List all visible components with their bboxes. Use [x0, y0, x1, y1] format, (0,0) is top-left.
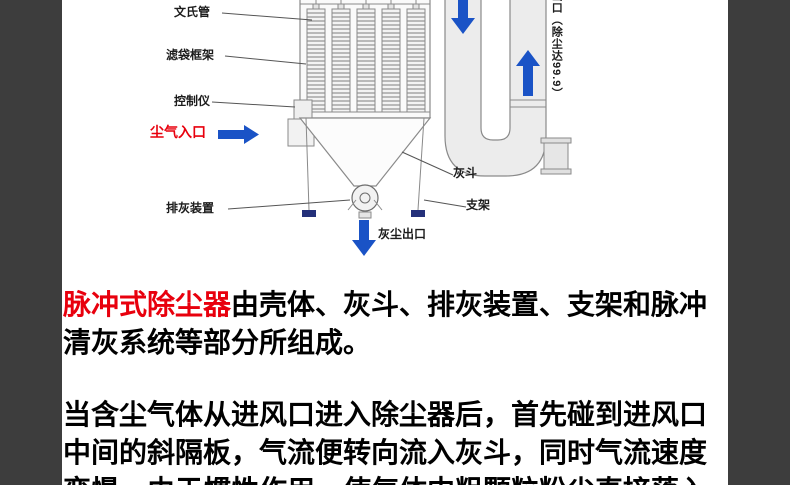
label-dust-gas-inlet: 尘气入口 [150, 124, 206, 140]
leader-lines [211, 12, 467, 210]
inlet-arrow-right [218, 125, 259, 144]
filter-chamber [293, 0, 431, 123]
ash-hopper-shape [298, 117, 432, 187]
airflow-arrows [218, 0, 540, 256]
label-ash-discharge: 排灰装置 [166, 201, 215, 215]
label-dust-outlet: 灰尘出口 [378, 227, 427, 241]
dust-collector-diagram: 文氏管 滤袋框架 控制仪 尘气入口 排灰装置 灰斗 支架 灰尘出口 净气出口（除… [62, 0, 728, 270]
label-clean-air-outlet: 净气出口（除尘达99.9） [550, 0, 563, 100]
composition-text: 由壳体、灰斗、排灰装置、支架和脉冲清灰系统等部分所组成。 [63, 289, 708, 358]
term-pulse-dust-collector: 脉冲式除尘器 [63, 289, 232, 320]
dust-outlet-arrow-down [352, 220, 376, 256]
paragraph-composition: 脉冲式除尘器由壳体、灰斗、排灰装置、支架和脉冲清灰系统等部分所组成。 [63, 286, 725, 362]
label-venturi-tube: 文氏管 [174, 5, 211, 19]
paragraph-airflow: 当含尘气体从进风口进入除尘器后，首先碰到进风口中间的斜隔板，气流便转向流入灰斗，… [63, 399, 708, 485]
filter-bags [306, 8, 426, 113]
label-support-frame: 支架 [466, 198, 491, 212]
outlet-duct [444, 0, 572, 177]
pipe-support-bracket [540, 137, 572, 175]
label-ash-hopper: 灰斗 [453, 166, 478, 180]
content-panel: 文氏管 滤袋框架 控制仪 尘气入口 排灰装置 灰斗 支架 灰尘出口 净气出口（除… [62, 0, 728, 485]
duct-arrow-down [451, 0, 475, 34]
outlet-arrow-up [516, 50, 540, 96]
ash-discharge-valve [351, 184, 379, 219]
diagram-drawing [211, 0, 572, 256]
label-filter-bag-frame: 滤袋框架 [166, 48, 215, 62]
support-legs [302, 117, 425, 217]
label-controller: 控制仪 [174, 94, 211, 108]
article-text: 脉冲式除尘器由壳体、灰斗、排灰装置、支架和脉冲清灰系统等部分所组成。 当含尘气体… [62, 270, 728, 485]
